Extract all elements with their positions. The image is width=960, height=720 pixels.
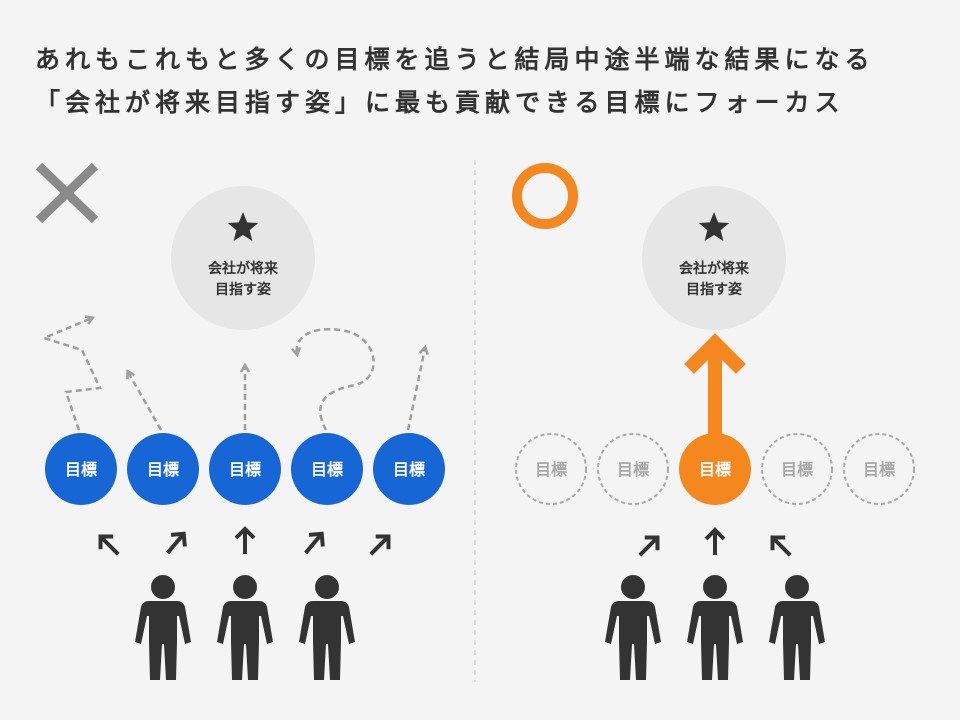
goal-label: 目標: [617, 460, 649, 479]
goal-circle: 目標: [291, 433, 363, 505]
arrow-up-right-icon: [364, 530, 394, 560]
dashed-arrow: [406, 348, 425, 431]
goal-circle: 目標: [209, 433, 281, 505]
right-goal-row: 目標 目標 目標 目標 目標: [515, 433, 915, 505]
person-icon: [299, 575, 355, 680]
goal-label: 目標: [781, 460, 813, 479]
left-people-arrows: [94, 526, 395, 561]
goal-label: 目標: [229, 460, 261, 479]
title-line-1: あれもこれもと多くの目標を追うと結局中途半端な結果になる: [35, 45, 875, 74]
person-icon: [687, 575, 743, 680]
focus-arrow-icon: [684, 333, 746, 440]
inactive-goal-circle: 目標: [515, 433, 587, 505]
dashed-arrow: [128, 372, 163, 431]
left-vision-line-2: 目指す姿: [215, 281, 272, 298]
inactive-goal-circle: 目標: [843, 433, 915, 505]
dashed-arrow: [297, 327, 375, 431]
person-icon: [605, 575, 661, 680]
arrow-up-right-icon: [296, 526, 331, 561]
arrow-up-left-icon: [94, 530, 124, 560]
goal-label: 目標: [393, 460, 425, 479]
dashed-arrow: [40, 318, 102, 431]
goal-label: 目標: [147, 460, 179, 479]
goal-circle: 目標: [45, 433, 117, 505]
goal-label: 目標: [311, 460, 343, 479]
goal-circle: 目標: [127, 433, 199, 505]
right-people-arrows: [633, 528, 796, 562]
goal-label: 目標: [65, 460, 97, 479]
right-people: [605, 575, 825, 680]
goal-circle: 目標: [373, 433, 445, 505]
left-people: [135, 575, 355, 680]
left-vision-line-1: 会社が将来: [208, 260, 279, 277]
right-vision-line-2: 目指す姿: [686, 281, 743, 298]
circle-mark-icon: [512, 163, 578, 229]
cross-mark-icon: [35, 162, 99, 224]
title-line-2: 「会社が将来目指す姿」に最も貢献できる目標にフォーカス: [35, 88, 845, 117]
focused-goal-circle: 目標: [679, 433, 751, 505]
goal-label: 目標: [863, 460, 895, 479]
arrow-up-left-icon: [766, 531, 796, 561]
left-vision-circle: 会社が将来 目指す姿: [171, 186, 315, 330]
arrow-up-right-icon: [158, 526, 193, 561]
scattered-directions: [40, 318, 425, 431]
goal-label: 目標: [535, 460, 567, 479]
inactive-goal-circle: 目標: [761, 433, 833, 505]
right-vision-circle: 会社が将来 目指す姿: [642, 186, 786, 330]
left-goal-row: 目標 目標 目標 目標 目標: [45, 433, 445, 505]
arrow-up-icon: [704, 528, 726, 557]
person-icon: [217, 575, 273, 680]
inactive-goal-circle: 目標: [597, 433, 669, 505]
arrow-up-right-icon: [633, 531, 663, 561]
right-vision-line-1: 会社が将来: [679, 260, 750, 277]
goal-label: 目標: [699, 460, 731, 479]
arrow-up-icon: [234, 527, 256, 556]
person-icon: [135, 575, 191, 680]
person-icon: [769, 575, 825, 680]
